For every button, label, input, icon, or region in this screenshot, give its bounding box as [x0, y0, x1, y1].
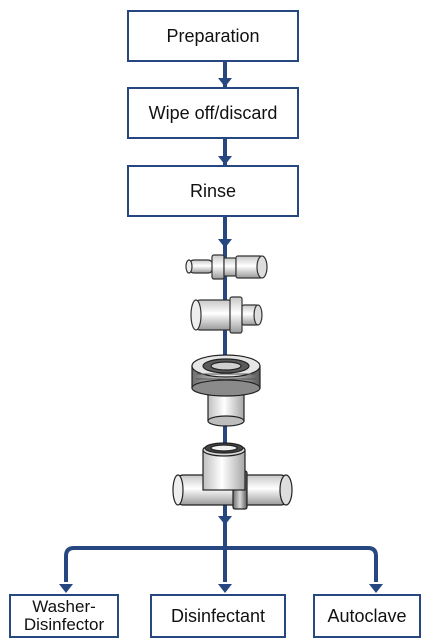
- wipe-off-step: Wipe off/discard: [127, 87, 299, 139]
- wipe-off-label: Wipe off/discard: [148, 102, 278, 123]
- arrow-to-wipe: [218, 78, 232, 87]
- washer-label-line1: Washer-: [32, 597, 96, 617]
- autoclave-label: Autoclave: [327, 605, 407, 626]
- disinfectant-label: Disinfectant: [170, 605, 266, 626]
- preparation-label: Preparation: [166, 25, 260, 46]
- rinse-label: Rinse: [189, 180, 237, 201]
- preparation-step: Preparation: [127, 10, 299, 62]
- washer-disinfector-option: Washer- Disinfector: [9, 594, 119, 638]
- washer-label-line2: Disinfector: [23, 615, 105, 634]
- valve-cap-illustration: [191, 354, 261, 427]
- autoclave-option: Autoclave: [313, 594, 421, 638]
- arrow-to-washer: [59, 584, 73, 593]
- connector-part-illustration: [190, 296, 263, 334]
- arrow-to-autoclave: [369, 584, 383, 593]
- rinse-step: Rinse: [127, 165, 299, 217]
- arrow-to-disinfectant: [218, 584, 232, 593]
- adapter-part-illustration: [185, 254, 268, 280]
- arrowheads: [59, 78, 383, 593]
- t-piece-illustration: [172, 442, 293, 510]
- disinfectant-option: Disinfectant: [150, 594, 286, 638]
- arrow-mid: [218, 516, 232, 525]
- arrow-rinse-out: [218, 239, 232, 248]
- arrow-to-rinse: [218, 156, 232, 165]
